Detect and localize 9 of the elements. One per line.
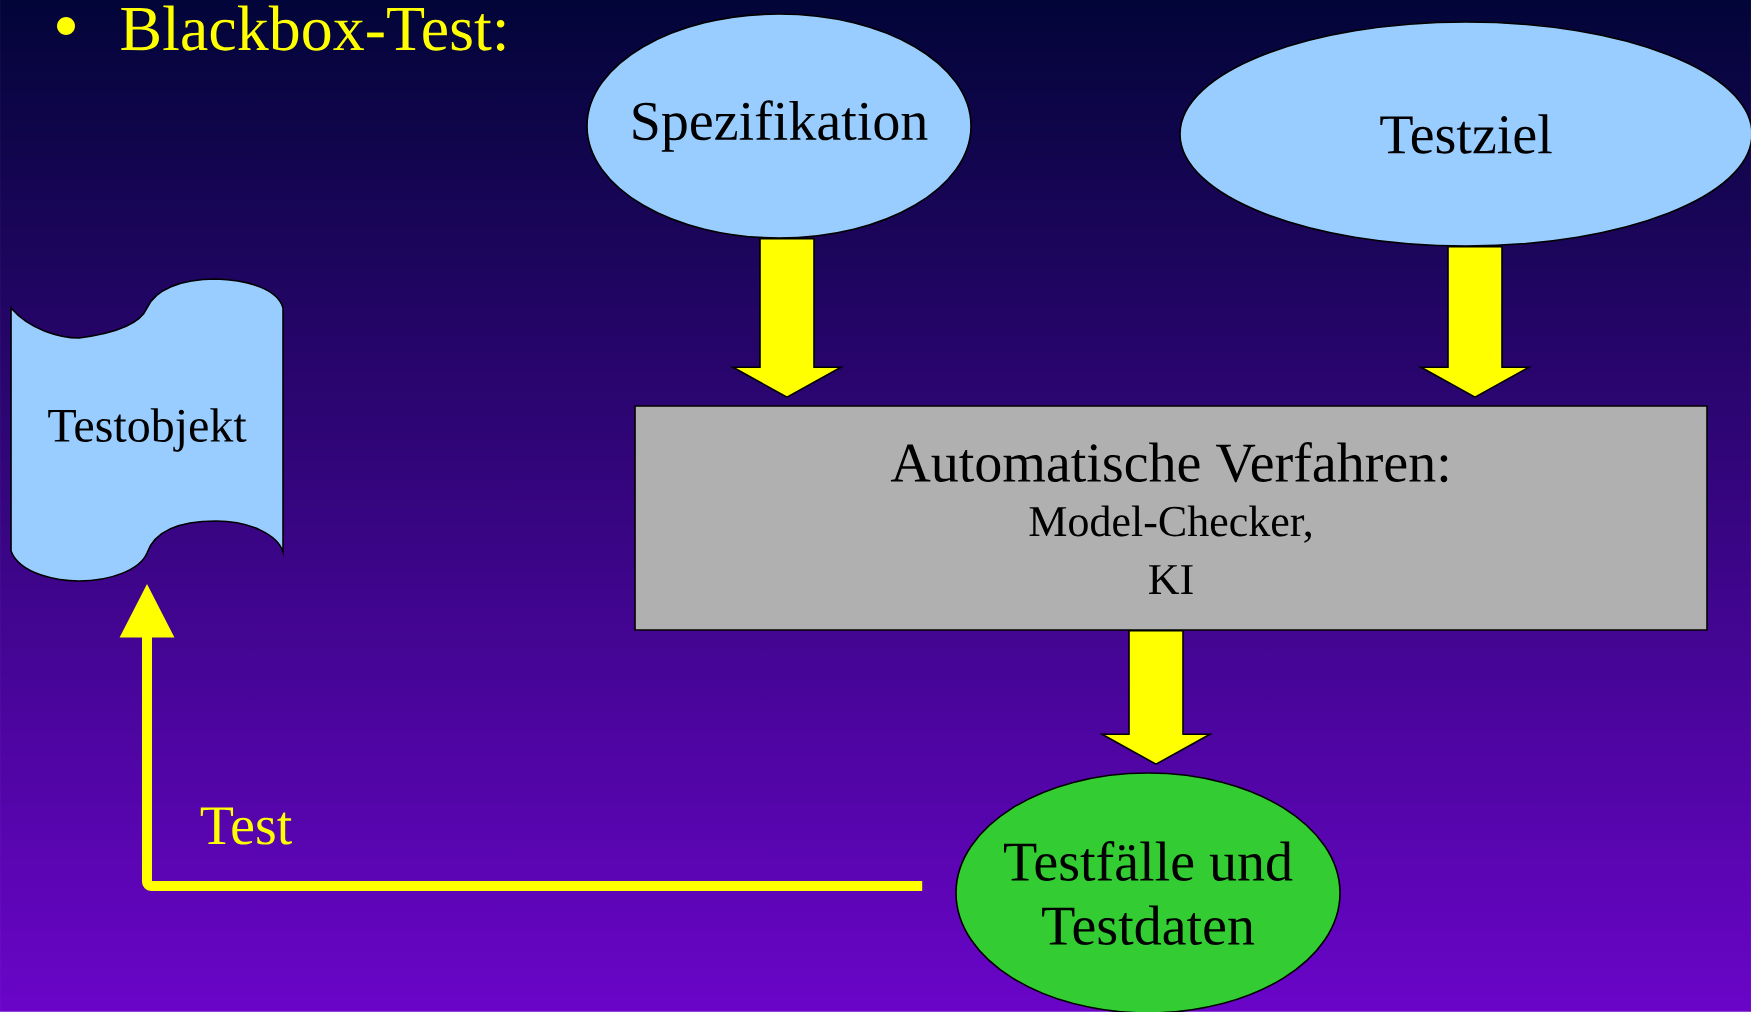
block-arrow <box>729 238 845 399</box>
block-arrow <box>1417 246 1533 399</box>
title: Blackbox-Test: <box>121 5 505 51</box>
block-arrow <box>1098 630 1214 766</box>
ellipse-node: Testziel <box>1179 21 1751 247</box>
ellipse-node: Spezifikation <box>586 13 972 239</box>
ellipse-node: Testfälle und Testdaten <box>955 772 1341 1012</box>
edge-label: Test <box>200 807 292 845</box>
process-box: Automatische Verfahren: Model-Checker, KI <box>634 405 1708 631</box>
